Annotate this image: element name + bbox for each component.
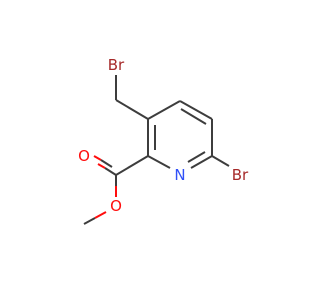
bond-layer <box>83 75 230 225</box>
atom-bromine-top: Br <box>108 56 125 74</box>
atom-oxygen-carbonyl: O <box>78 147 90 165</box>
bond-n-c2 <box>147 155 171 169</box>
bond-o-methyl <box>83 217 96 225</box>
atom-label-layer: Br Br N O O <box>78 56 249 215</box>
bond-c4-c5 <box>179 100 213 120</box>
bond-c6-n <box>190 155 213 169</box>
bond-c6-n-inner <box>187 151 206 163</box>
bond-carbonyl-o-double-a <box>97 163 106 169</box>
molecule-structure: Br Br N O O <box>78 56 249 225</box>
bond-c2-carbonyl <box>115 155 149 176</box>
atom-oxygen-ester: O <box>110 197 122 215</box>
bond-c6-br <box>211 155 230 167</box>
bond-ch2-c3 <box>115 99 149 120</box>
bond-c4-c5-inner <box>180 108 207 125</box>
atom-bromine-right: Br <box>232 166 249 184</box>
bond-carbonyl-o-double-b <box>93 155 102 161</box>
bond-c3-c4 <box>147 100 181 120</box>
bond-carbonyl-o-double-a-dark <box>104 167 117 176</box>
bond-o-methyl-red <box>94 211 107 219</box>
atom-nitrogen: N <box>174 166 185 184</box>
bond-carbonyl-o-double-b-dark <box>100 159 113 168</box>
